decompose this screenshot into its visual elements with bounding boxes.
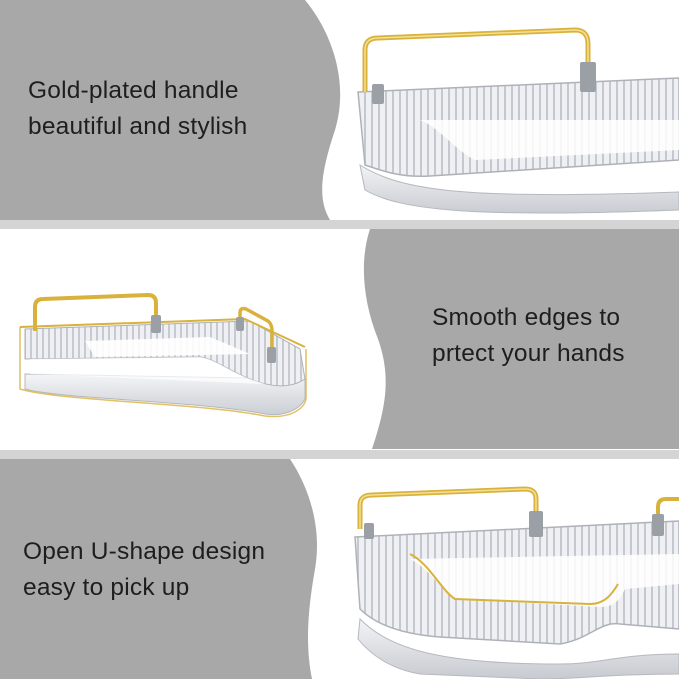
- shelf-full-image: [19, 293, 307, 418]
- feature-caption: Gold-plated handle beautiful and stylish: [28, 73, 247, 145]
- shelf-closeup-image: [357, 27, 679, 214]
- feature-panel-u-shape: Open U-shape design easy to pick up: [0, 459, 679, 679]
- panel-divider: [0, 220, 679, 229]
- feature-panel-gold-handle: Gold-plated handle beautiful and stylish: [0, 0, 679, 220]
- caption-line-2: easy to pick up: [23, 574, 190, 601]
- caption-line-1: Gold-plated handle: [28, 77, 239, 104]
- shelf-u-shape-image: [354, 486, 679, 679]
- panel-divider: [0, 450, 679, 459]
- feature-caption: Smooth edges to prtect your hands: [432, 300, 625, 372]
- feature-caption: Open U-shape design easy to pick up: [23, 534, 265, 606]
- caption-line-2: beautiful and stylish: [28, 113, 248, 140]
- feature-panel-smooth-edges: Smooth edges to prtect your hands: [0, 229, 679, 449]
- caption-line-2: prtect your hands: [432, 340, 625, 367]
- caption-line-1: Open U-shape design: [23, 538, 266, 565]
- caption-line-1: Smooth edges to: [432, 304, 621, 331]
